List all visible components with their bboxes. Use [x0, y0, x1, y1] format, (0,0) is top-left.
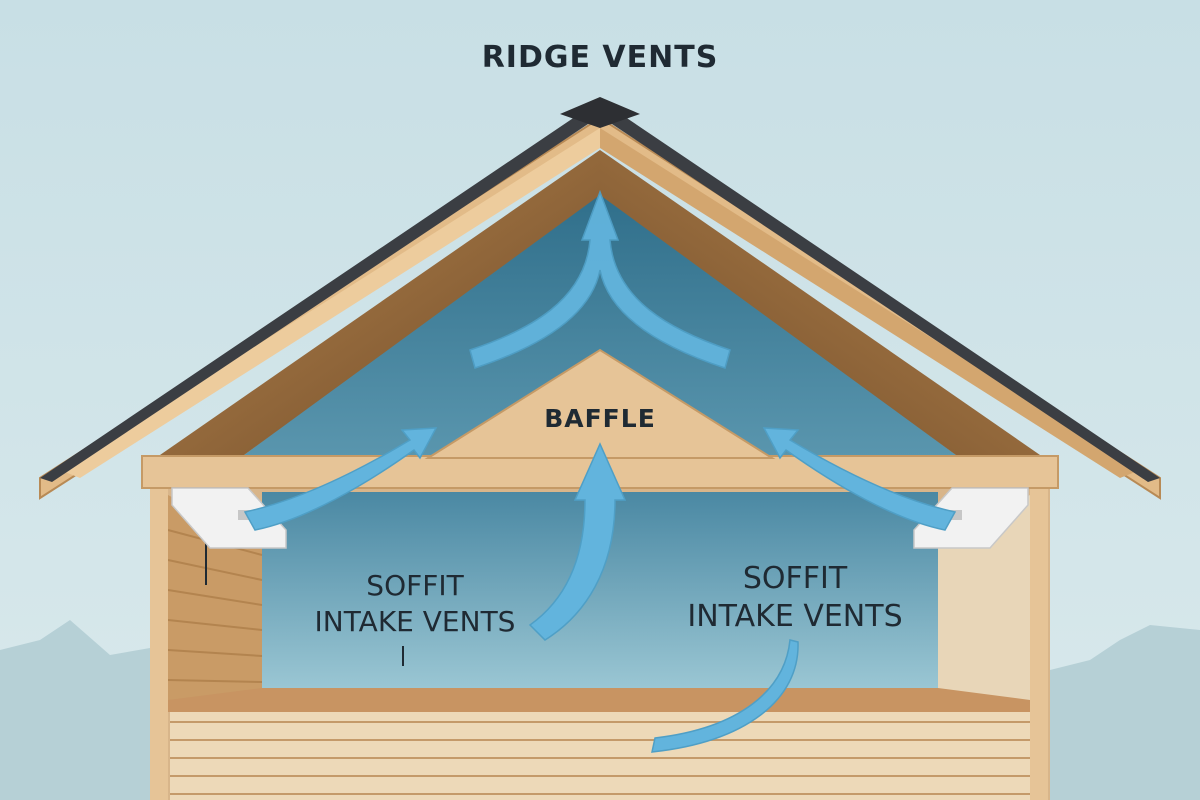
left-rafter-underside — [160, 150, 600, 458]
soffit-right-line-1: SOFFIT — [742, 561, 848, 596]
ridge-vents-label: RIDGE VENTS — [481, 40, 719, 75]
roof-board-shade-right — [600, 128, 1140, 478]
soffit-left-line-1: SOFFIT — [366, 569, 464, 602]
left-intake-arrow — [243, 427, 438, 531]
right-wall-post — [1030, 484, 1048, 800]
ridge-exhaust-arrow — [469, 189, 731, 369]
soffit-left-line-2: INTAKE VENTS — [314, 605, 516, 638]
roof-shingles — [40, 97, 1160, 482]
airflow-arrows — [243, 189, 957, 753]
floor-ledge — [168, 688, 1030, 712]
ridge-cap — [560, 97, 640, 128]
right-rafter-underside — [600, 150, 1040, 458]
background-tree-left — [0, 620, 150, 800]
left-wall-post — [150, 484, 168, 800]
lower-siding — [170, 705, 1030, 800]
soffit-intake-label-right: SOFFIT INTAKE VENTS — [660, 560, 930, 636]
roof-board-highlight-left — [60, 128, 600, 478]
background-tree-right — [1050, 625, 1200, 800]
center-rising-arrow — [528, 442, 627, 641]
soffit-intake-label-left: SOFFIT INTAKE VENTS — [290, 568, 540, 640]
baffle-label: BAFFLE — [544, 404, 656, 433]
right-intake-arrow — [762, 427, 957, 531]
soffit-right-line-2: INTAKE VENTS — [687, 599, 903, 634]
lower-flow-arrow — [651, 639, 799, 753]
attic-air-space — [240, 190, 960, 458]
